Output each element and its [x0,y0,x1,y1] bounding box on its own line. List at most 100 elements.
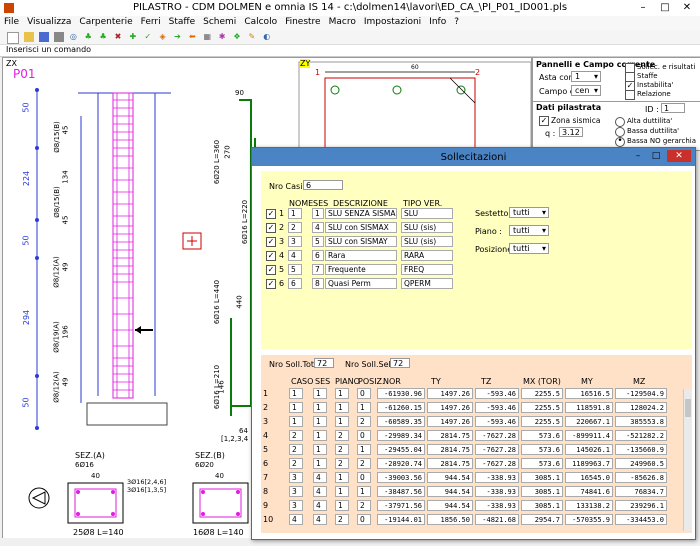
case-checkbox[interactable]: ✓ [266,209,276,219]
soll-cell[interactable]: 145026.1 [565,444,613,455]
soll-cell[interactable]: 0 [357,514,371,525]
print-icon[interactable] [53,32,64,42]
stirrup-icon[interactable]: ♣ [99,32,107,41]
soll-cell[interactable]: 16545.0 [565,472,613,483]
case-tipo[interactable]: SLU (sis) [401,236,453,247]
soll-cell[interactable]: 2255.5 [521,388,563,399]
radio-bassa-no[interactable]: • [615,137,625,147]
menu-calcolo[interactable]: Calcolo [244,17,278,27]
case-tipo[interactable]: SLU [401,208,453,219]
soll-cell[interactable]: -37971.56 [377,500,425,511]
soll-cell[interactable]: 1 [357,444,371,455]
case-checkbox[interactable]: ✓ [266,223,276,233]
soll-cell[interactable]: 4 [313,514,327,525]
case-nome[interactable]: 1 [288,208,302,219]
case-nome[interactable]: 4 [288,250,302,261]
grid-icon[interactable]: ▦ [203,32,212,41]
soll-cell[interactable]: -129504.9 [615,388,667,399]
soll-cell[interactable]: 1856.50 [427,514,473,525]
soll-cell[interactable]: -28920.74 [377,458,425,469]
scrollbar-thumb[interactable] [685,399,691,417]
soll-cell[interactable]: 133138.2 [565,500,613,511]
case-desc[interactable]: SLU con SISMAY [325,236,397,247]
layers-icon[interactable]: ❖ [233,32,241,41]
menu-visualizza[interactable]: Visualizza [27,17,72,27]
soll-cell[interactable]: -593.46 [475,416,519,427]
soll-cell[interactable]: 0 [357,472,371,483]
soll-cell[interactable]: 4 [313,472,327,483]
case-ses[interactable]: 5 [312,236,324,247]
zona-sismica-checkbox[interactable]: ✓ [539,116,549,126]
soll-cell[interactable]: -521282.2 [615,430,667,441]
soll-cell[interactable]: 220667.1 [565,416,613,427]
case-desc[interactable]: SLU con SISMAX [325,222,397,233]
soll-cell[interactable]: 1 [335,486,349,497]
soll-cell[interactable]: 3 [289,486,303,497]
soll-cell[interactable]: 1 [335,416,349,427]
settings-icon[interactable]: ✱ [218,32,226,41]
soll-cell[interactable]: -135660.9 [615,444,667,455]
soll-cell[interactable]: 1 [335,402,349,413]
soll-cell[interactable]: 2255.5 [521,416,563,427]
menu-help[interactable]: ? [454,17,459,27]
soll-cell[interactable]: 1 [313,402,327,413]
menu-info[interactable]: Info [429,17,447,27]
case-desc[interactable]: Quasi Perm [325,278,397,289]
case-ses[interactable]: 6 [312,250,324,261]
soll-cell[interactable]: 1 [335,388,349,399]
soll-cell[interactable]: -338.93 [475,500,519,511]
soll-cell[interactable]: -19144.01 [377,514,425,525]
case-tipo[interactable]: SLU (sis) [401,222,453,233]
soll-cell[interactable]: 4 [289,514,303,525]
case-checkbox[interactable]: ✓ [266,279,276,289]
soll-cell[interactable]: 573.6 [521,444,563,455]
menu-schemi[interactable]: Schemi [203,17,237,27]
rebar-icon[interactable]: ♣ [84,32,92,41]
case-nome[interactable]: 2 [288,222,302,233]
soll-cell[interactable]: 1 [313,444,327,455]
soll-cell[interactable]: -338.93 [475,486,519,497]
case-nome[interactable]: 3 [288,236,302,247]
soll-cell[interactable]: -7627.28 [475,444,519,455]
soll-cell[interactable]: 2 [357,500,371,511]
soll-cell[interactable]: -334453.0 [615,514,667,525]
arrow-right-icon[interactable]: ➔ [174,32,181,41]
soll-cell[interactable]: 2814.75 [427,444,473,455]
arrow-left-icon[interactable]: ⬅ [189,32,196,41]
soll-cell[interactable]: 74841.6 [565,486,613,497]
q-input[interactable]: 3.12 [559,127,583,137]
soll-cell[interactable]: -29455.04 [377,444,425,455]
asta-select[interactable]: 1 [571,71,601,82]
soll-cell[interactable]: 1 [289,388,303,399]
soll-cell[interactable]: 2 [357,458,371,469]
case-desc[interactable]: Frequente [325,264,397,275]
soll-cell[interactable]: 1 [335,500,349,511]
soll-cell[interactable]: 1 [289,416,303,427]
soll-cell[interactable]: 1497.26 [427,402,473,413]
case-desc[interactable]: Rara [325,250,397,261]
soll-cell[interactable]: -38487.56 [377,486,425,497]
save-icon[interactable] [38,32,49,42]
soll-cell[interactable]: 0 [357,430,371,441]
soll-cell[interactable]: 2814.75 [427,430,473,441]
soll-cell[interactable]: 1 [313,416,327,427]
globe-icon[interactable]: ◐ [263,32,271,41]
case-tipo[interactable]: RARA [401,250,453,261]
case-tipo[interactable]: QPERM [401,278,453,289]
soll-cell[interactable]: 1189963.7 [565,458,613,469]
soll-cell[interactable]: -338.93 [475,472,519,483]
posizione-select[interactable]: tutti [509,243,549,254]
soll-cell[interactable]: 239296.1 [615,500,667,511]
soll-cell[interactable]: -7627.28 [475,458,519,469]
menu-ferri[interactable]: Ferri [140,17,161,27]
soll-cell[interactable]: -85626.8 [615,472,667,483]
soll-cell[interactable]: 573.6 [521,430,563,441]
soll-cell[interactable]: 76834.7 [615,486,667,497]
case-checkbox[interactable]: ✓ [266,265,276,275]
radio-bassa[interactable] [615,127,625,137]
menu-staffe[interactable]: Staffe [168,17,196,27]
soll-cell[interactable]: 3085.1 [521,486,563,497]
beam-icon[interactable]: ✖ [114,32,122,41]
soll-cell[interactable]: 2 [289,444,303,455]
relazione-checkbox[interactable] [625,90,635,100]
